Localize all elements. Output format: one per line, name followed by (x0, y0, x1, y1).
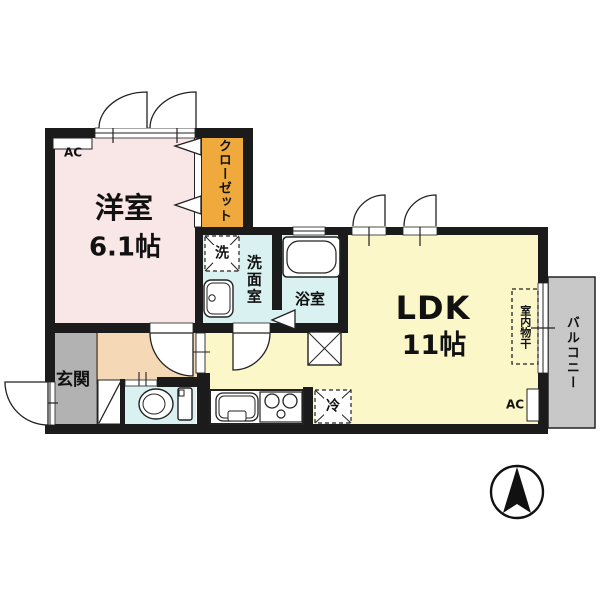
kitchen-counter (209, 389, 304, 425)
opening-toilet-door (124, 379, 158, 387)
washer-label: 洗 (215, 245, 229, 262)
indoor-drying-box (511, 288, 539, 365)
wall-toilet-top (157, 377, 210, 387)
kitchen-sink (215, 392, 259, 422)
wall-left (45, 128, 55, 382)
door-arc-western (149, 332, 194, 377)
ldk-size: 11帖 (401, 329, 467, 361)
compass-north-icon (489, 464, 545, 520)
western-room-label: 洋室 (94, 190, 154, 225)
ac-label-western: AC (63, 145, 83, 160)
door-leaf (352, 194, 386, 227)
opening-washroom-door (232, 322, 271, 334)
shoe-cabinet-diagonal (98, 380, 122, 424)
door-arc-washroom (232, 332, 271, 371)
door-leaf (403, 194, 437, 227)
fixtures (52, 137, 540, 425)
indoor-drying-label: 室内物干 (518, 305, 532, 349)
closet (197, 133, 248, 230)
window-leaf (98, 91, 148, 129)
opening-western-door (149, 322, 194, 334)
stove (259, 391, 303, 423)
fridge-space (314, 389, 352, 424)
ac-label-ldk: AC (505, 397, 525, 412)
ldk (343, 230, 543, 429)
western-room-size: 6.1帖 (88, 232, 162, 263)
closet-door-icon (172, 137, 202, 156)
fridge-label: 冷 (326, 398, 340, 415)
washroom-label: 洗面室 (244, 254, 263, 306)
ac-unit-ldk (526, 388, 540, 422)
storage-box (307, 331, 342, 366)
window-leaf (149, 91, 197, 129)
western-room (50, 133, 200, 328)
toilet (138, 387, 193, 421)
entrance-label: 玄関 (56, 370, 90, 391)
opening-hall-ldk (195, 332, 206, 374)
washbasin (203, 279, 234, 318)
wall-western-right (195, 227, 203, 333)
closet-label: クローゼット (215, 139, 231, 223)
closet-opening (194, 137, 202, 228)
closet-door-icon (173, 195, 202, 215)
balcony (547, 276, 596, 429)
wall-bath-right (338, 235, 348, 333)
ldk-label: LDK (395, 289, 471, 328)
wall-hall-ldk (197, 373, 210, 434)
wall-toilet-left (120, 379, 125, 424)
wall-wash-bath (272, 235, 282, 310)
bathtub (282, 236, 341, 278)
bathroom-door-icon (270, 309, 296, 330)
balcony-label: バルコニー (563, 315, 579, 391)
ac-unit-western (52, 137, 93, 150)
closet-doors (172, 137, 202, 228)
doors (4, 91, 437, 426)
entrance-hall (53, 333, 96, 424)
washer-space (204, 235, 240, 272)
wall-kitchen-stub (303, 387, 313, 424)
bathroom-label: 浴室 (294, 290, 326, 309)
door-arc-entrance (4, 381, 49, 426)
wall-closet-right (243, 128, 253, 227)
wall-bottom (45, 424, 548, 434)
